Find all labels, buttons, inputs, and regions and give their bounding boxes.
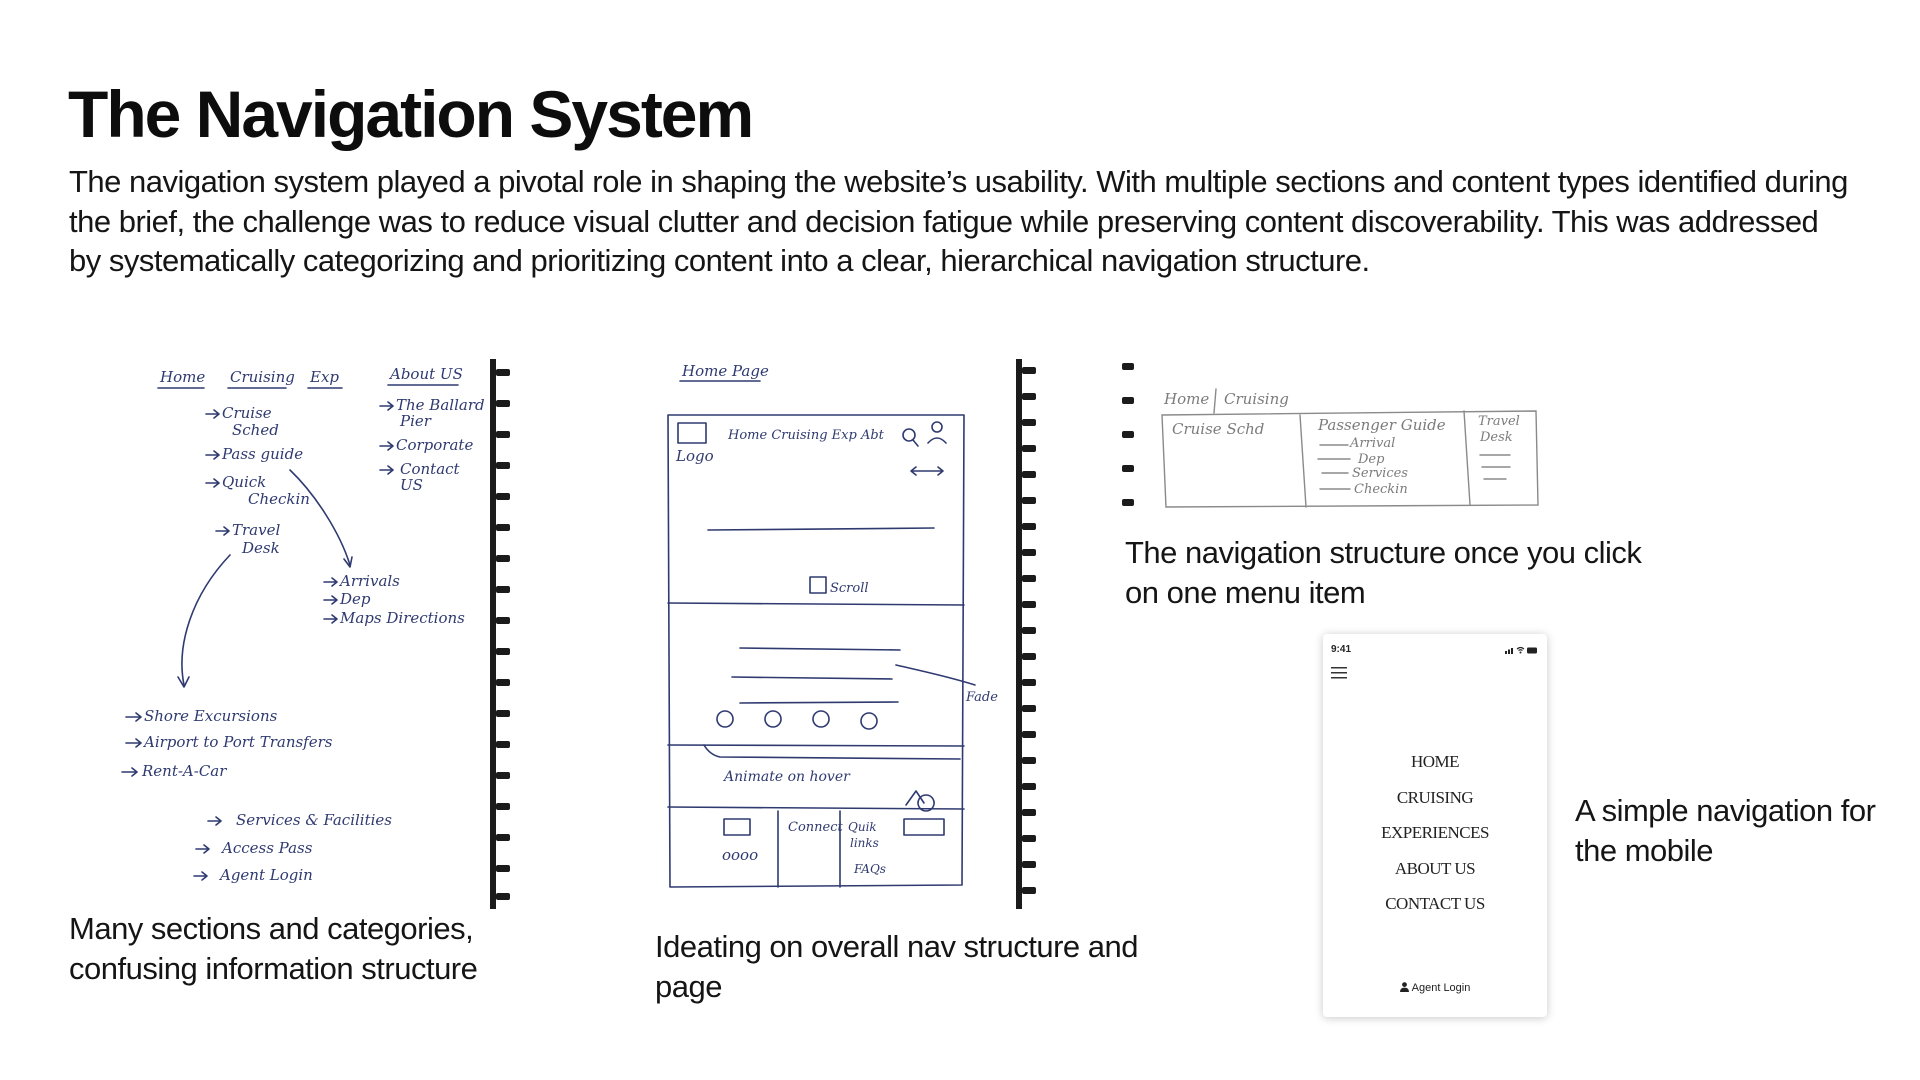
sketch1-item: Travel xyxy=(232,521,280,539)
sketch-information-structure: Home Cruising Exp About US Cruise Sched … xyxy=(118,355,518,910)
sketch3-column: Cruise Schd xyxy=(1172,420,1264,438)
caption-sketch-mega-menu: The navigation structure once you click … xyxy=(1125,535,1642,610)
sketch1-item: Dep xyxy=(339,590,371,608)
sketch2-quick-links: links xyxy=(850,836,879,850)
sketch1-item: Rent-A-Car xyxy=(141,762,227,780)
sketch2-fade: Fade xyxy=(965,690,998,705)
sketch2-animate: Animate on hover xyxy=(722,769,851,785)
sketch3-guide-item: Checkin xyxy=(1354,482,1408,497)
mobile-menu-about-us[interactable]: ABOUT US xyxy=(1394,859,1476,878)
sketch-drawing: Home Cruising Exp About US Cruise Sched … xyxy=(121,359,510,909)
sketch2-quick-links: Quik xyxy=(848,820,877,834)
sketch3-column: Travel xyxy=(1478,414,1520,429)
sketch3-guide-item: Dep xyxy=(1357,452,1385,467)
agent-login-label: Agent Login xyxy=(1411,982,1471,994)
sketch-mega-menu: Home Cruising Cruise Schd Passenger Guid… xyxy=(1118,355,1558,515)
mobile-menu-home[interactable]: HOME xyxy=(1410,752,1460,771)
spiral-binding xyxy=(1016,359,1036,909)
page-title: The Navigation System xyxy=(68,77,754,151)
sketch2-social: oooo xyxy=(722,846,758,864)
status-icons xyxy=(1505,646,1537,654)
sketch3-column: Desk xyxy=(1479,430,1513,445)
user-icon xyxy=(1399,982,1409,992)
sketch2-page-label: Home Page xyxy=(681,362,769,380)
sketch2-connect: Connect xyxy=(788,820,843,835)
sketch-page-wireframe: Home Page Logo Home Cruising Exp Abt Scr… xyxy=(660,355,1045,910)
status-time: 9:41 xyxy=(1331,644,1352,655)
sketch3-tab-cruising: Cruising xyxy=(1224,390,1289,408)
mobile-menu-contact-us[interactable]: CONTACT US xyxy=(1385,894,1485,913)
sketch2-scroll: Scroll xyxy=(830,581,869,596)
mobile-menu-experiences[interactable]: EXPERIENCES xyxy=(1381,823,1489,842)
sketch1-nav-about: About US xyxy=(388,365,463,383)
spiral-binding xyxy=(490,359,510,909)
agent-login-button[interactable]: Agent Login xyxy=(1323,982,1547,994)
sketch1-item: Pier xyxy=(399,412,432,430)
sketch1-item: Checkin xyxy=(248,490,310,508)
sketch1-item: Contact xyxy=(400,460,461,478)
sketch1-item: Services & Facilities xyxy=(236,811,392,829)
sketch1-nav-exp: Exp xyxy=(309,368,339,386)
caption-sketch-wireframe: Ideating on overall nav structure and pa… xyxy=(655,929,1138,1004)
sketch1-item: US xyxy=(400,476,423,494)
sketch1-item: Shore Excursions xyxy=(144,707,278,725)
sketch1-item: Maps Directions xyxy=(339,609,465,627)
mobile-nav-mockup: 9:41 HOME CRUISING EXPERIENCES ABOUT US … xyxy=(1323,634,1547,1017)
spiral-binding xyxy=(1122,363,1134,506)
caption-mobile-nav: A simple navigation for the mobile xyxy=(1575,793,1876,868)
sketch1-item: The Ballard xyxy=(396,396,485,414)
sketch3-guide-item: Arrival xyxy=(1349,436,1395,451)
sketch1-item: Desk xyxy=(241,539,280,557)
sketch1-item: Airport to Port Transfers xyxy=(142,733,333,751)
hamburger-menu-icon[interactable] xyxy=(1331,667,1347,679)
sketch1-nav-home: Home xyxy=(159,368,205,386)
sketch1-item: Quick xyxy=(222,473,266,491)
mobile-menu-cruising[interactable]: CRUISING xyxy=(1396,788,1474,807)
sketch2-logo: Logo xyxy=(675,447,714,465)
sketch3-column: Passenger Guide xyxy=(1317,416,1446,434)
intro-paragraph: The navigation system played a pivotal r… xyxy=(69,164,1848,278)
sketch1-item: Arrivals xyxy=(338,572,400,590)
sketch1-item: Corporate xyxy=(396,436,473,454)
sketch1-item: Cruise xyxy=(222,404,272,422)
sketch2-faqs: FAQs xyxy=(853,862,886,876)
mega-menu-drawing: Home Cruising Cruise Schd Passenger Guid… xyxy=(1122,363,1539,508)
sketch1-item: Agent Login xyxy=(218,866,313,884)
sketch1-item: Sched xyxy=(232,421,279,439)
sketch3-tab-home: Home xyxy=(1163,390,1209,408)
sketch1-nav-cruising: Cruising xyxy=(230,368,295,386)
sketch1-item: Access Pass xyxy=(220,839,313,857)
caption-sketch-structure: Many sections and categories, confusing … xyxy=(69,911,478,986)
wireframe-drawing: Home Page Logo Home Cruising Exp Abt Scr… xyxy=(667,359,1036,909)
sketch2-nav: Home Cruising Exp Abt xyxy=(727,428,885,443)
sketch1-item: Pass guide xyxy=(221,445,303,463)
sketch3-guide-item: Services xyxy=(1352,466,1408,481)
